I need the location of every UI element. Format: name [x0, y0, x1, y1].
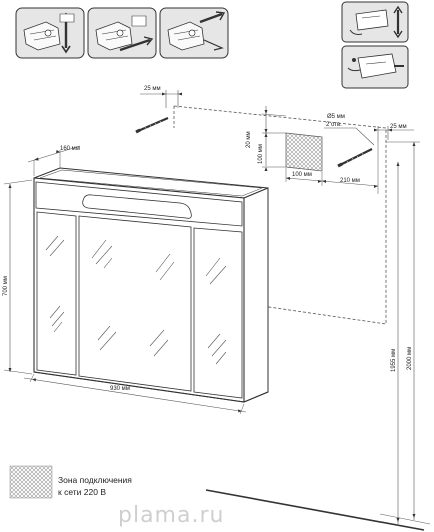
hole-count-label: 2 отв.	[326, 122, 342, 128]
depth-label: 160 мм	[60, 146, 80, 152]
width-dimension: 930 мм	[23, 373, 247, 415]
hinge-panel-2	[87, 7, 157, 59]
height-offset-label: 20 мм	[246, 131, 252, 148]
depth-dimension: 160 мм	[27, 145, 81, 176]
screw-right	[337, 148, 373, 168]
legend-line-1: Зона подключения	[58, 475, 132, 485]
right-offset-dimension: 25 мм	[374, 124, 414, 142]
connection-box	[285, 132, 323, 172]
height-dimension: 700 мм	[3, 179, 33, 375]
height-label: 700 мм	[3, 276, 9, 296]
screw-left	[135, 116, 169, 134]
mount-height-label: 1955 мм	[391, 349, 397, 372]
mirror-cabinet	[33, 167, 269, 403]
watermark: plama.ru	[118, 503, 224, 528]
hinge-panel-3	[159, 7, 229, 59]
width-label: 930 мм	[110, 386, 130, 392]
top-offset-dimension: 25 мм	[140, 86, 182, 108]
box-height-label: 100 мм	[258, 144, 264, 164]
legend: Зона подключения к сети 220 В	[9, 465, 132, 499]
box-width-label: 100 мм	[292, 172, 312, 178]
box-width-dimensions: 100 мм 210 мм	[285, 142, 379, 194]
legend-line-2: к сети 220 В	[58, 487, 106, 497]
vertical-heights: 1955 мм 2000 мм	[386, 141, 420, 524]
total-height-label: 2000 мм	[407, 347, 413, 370]
hole-diameter-label: Ø5 мм	[327, 114, 345, 120]
floor-line	[205, 489, 431, 531]
box-to-edge-label: 210 мм	[340, 178, 360, 184]
box-height-dimensions: 20 мм 100 мм	[246, 106, 287, 171]
right-offset-label: 25 мм	[390, 124, 407, 130]
top-offset-label: 25 мм	[144, 86, 161, 92]
hinge-panel-1	[15, 7, 85, 59]
hanger-panel-1	[341, 1, 409, 43]
hole-callout: Ø5 мм 2 отв.	[324, 114, 375, 146]
hanger-panel-2	[341, 45, 409, 89]
mounting-outline	[173, 105, 387, 325]
